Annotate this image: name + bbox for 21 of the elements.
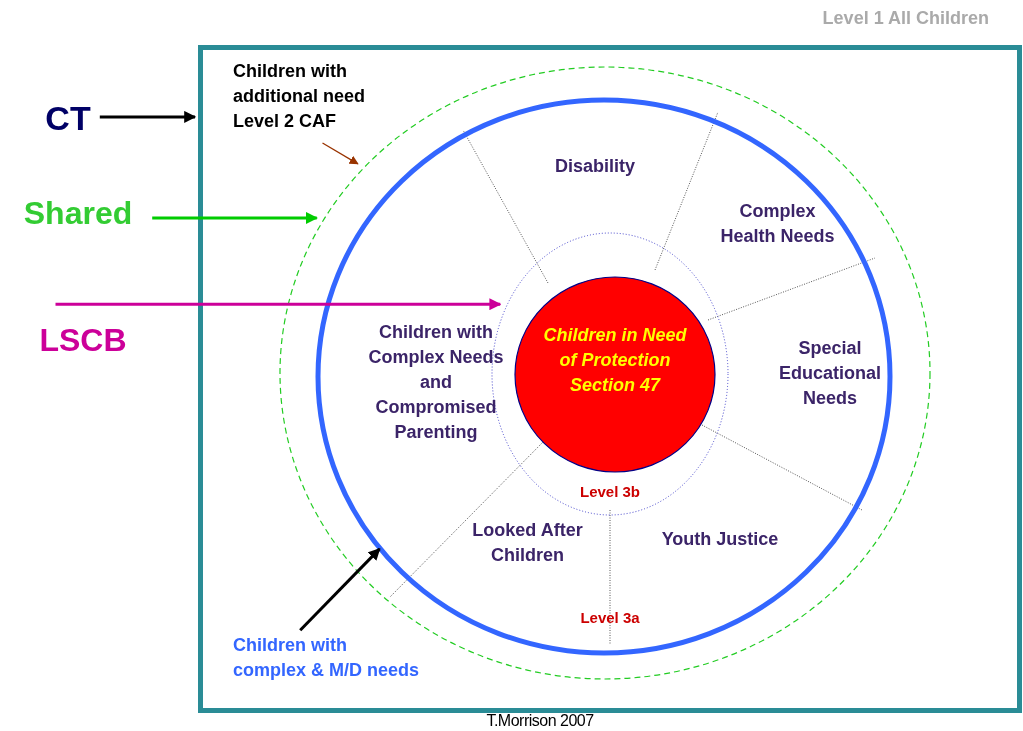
arrow xyxy=(299,547,381,632)
circle-text: Children in Need of Protection Section 47 xyxy=(542,324,688,397)
arrow xyxy=(55,298,502,311)
sector-label: Youth Justice xyxy=(660,528,780,551)
level-label: Level 3a xyxy=(579,608,641,628)
arrow xyxy=(99,110,197,123)
sector-label: Children with Complex Needs and Compromised Parenting xyxy=(367,321,505,444)
arrow xyxy=(152,211,318,224)
level-label: Level 3b xyxy=(579,482,641,502)
credit-text: T.Morrison 2007 xyxy=(485,711,595,731)
annotation-text: Children with additional need Level 2 CAF xyxy=(233,59,383,159)
sector-label: Special Educational Needs xyxy=(778,337,882,410)
sector-label: Complex Health Needs xyxy=(719,200,836,248)
lscb-label: LSCB xyxy=(28,321,138,363)
ct-label: CT xyxy=(38,98,98,140)
shared-label: Shared xyxy=(8,194,148,236)
sector-label: Looked After Children xyxy=(471,519,584,567)
sector-label: Disability xyxy=(554,155,636,178)
arrow xyxy=(321,142,359,165)
annotation-text: Children with complex & M/D needs xyxy=(233,633,423,708)
frame-heading: Level 1 All Children xyxy=(822,8,989,29)
